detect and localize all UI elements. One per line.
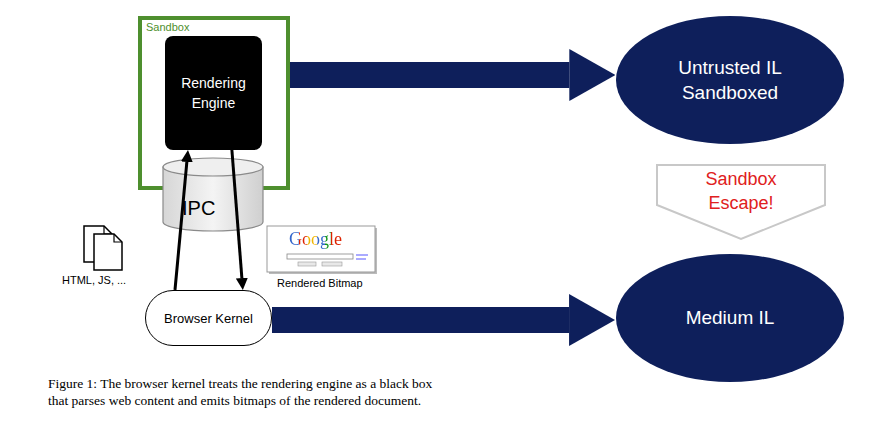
link-line xyxy=(356,254,368,256)
block-arrow xyxy=(290,62,569,88)
page-front xyxy=(94,234,122,270)
ellipse-shape xyxy=(616,254,844,382)
node-text: Medium IL xyxy=(655,307,805,329)
integrity-ellipse: Medium IL xyxy=(615,253,845,383)
bitmap-frame xyxy=(267,226,375,272)
figure-caption: Figure 1: The browser kernel treats the … xyxy=(48,375,436,409)
block-arrow xyxy=(272,307,569,333)
escape-arrow: Sandbox Escape! xyxy=(655,163,827,241)
node-text: Sandbox Escape! xyxy=(691,167,791,241)
node-text: Untrusted IL Sandboxed xyxy=(665,55,795,105)
input-label: HTML, JS, ... xyxy=(62,274,126,286)
ipc-cylinder: IPC xyxy=(160,156,266,234)
node-text: IPC xyxy=(182,197,215,220)
node-text: Sandbox xyxy=(146,21,189,33)
document-icon xyxy=(84,226,122,270)
page-fold xyxy=(114,234,122,242)
bitmap-label: Rendered Bitmap xyxy=(277,277,363,289)
search-field xyxy=(287,254,353,259)
ellipse-shape xyxy=(616,16,844,144)
search-button xyxy=(298,262,316,266)
integrity-ellipse: Untrusted IL Sandboxed xyxy=(615,15,845,145)
logo-text: Google xyxy=(289,229,342,250)
page-fold xyxy=(104,226,112,234)
search-button xyxy=(322,262,342,266)
node-text: Rendering Engine xyxy=(178,73,250,113)
link-line xyxy=(356,258,366,260)
cylinder-top xyxy=(163,158,263,176)
cylinder-body xyxy=(163,167,263,231)
bitmap-thumbnail xyxy=(267,226,377,274)
node-text: Browser Kernel xyxy=(164,311,253,326)
integrity-ellipse-outline xyxy=(615,15,845,145)
ipc-cylinder-outline xyxy=(160,156,266,234)
engine-box: Rendering Engine xyxy=(165,36,262,150)
kernel-box: Browser Kernel xyxy=(145,290,272,346)
